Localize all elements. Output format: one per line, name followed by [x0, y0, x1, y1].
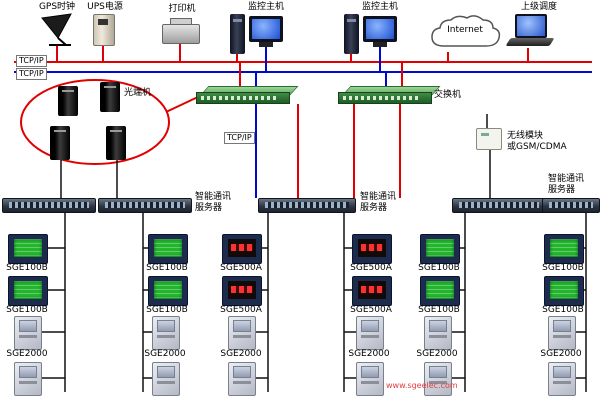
comm-server-label-3: 智能通讯 服务器: [548, 174, 584, 196]
pc-sge2000: [228, 362, 256, 396]
watermark-text: www.sgeelec.com: [386, 381, 458, 390]
optical-transceiver-3-icon: [50, 126, 70, 160]
pc-label: SGE2000: [348, 349, 390, 359]
tcpip-tag-3: TCP/IP: [224, 132, 255, 144]
comm-server-label-line2: 服务器: [360, 203, 388, 213]
meter-label: SGE500A: [220, 305, 262, 315]
pc-sge2000: [424, 362, 452, 396]
wireless-label-1: 无线模块: [507, 131, 544, 141]
meter-sge100b: [544, 234, 584, 264]
comm-server-2: [98, 198, 192, 213]
comm-server-1: [2, 198, 96, 213]
meter-sge500a: [222, 276, 262, 306]
monitor-host-2-label: 监控主机: [361, 2, 398, 12]
ups-label: UPS电源: [87, 2, 123, 12]
internet-cloud: Internet: [426, 12, 504, 52]
meter-label: SGE100B: [418, 305, 460, 315]
pc-label: SGE2000: [220, 349, 262, 359]
meter-label: SGE100B: [542, 263, 584, 273]
internet-label: Internet: [447, 25, 483, 35]
meter-sge100b: [420, 276, 460, 306]
laptop-icon: [505, 14, 555, 48]
pc-sge2000: [14, 316, 42, 350]
printer-label: 打印机: [168, 4, 196, 14]
meter-label: SGE100B: [146, 305, 188, 315]
pc-sge2000: [548, 316, 576, 350]
comm-server-label-1: 智能通讯 服务器: [195, 192, 231, 214]
optical-transceiver-1-icon: [58, 86, 78, 116]
meter-sge100b: [544, 276, 584, 306]
ups-icon: [93, 14, 115, 46]
host-1-monitor-icon: [249, 16, 283, 47]
pc-sge2000: [356, 362, 384, 396]
comm-server-label-line1: 智能通讯: [195, 192, 232, 202]
wireless-label-2: 或GSM/CDMA: [507, 142, 567, 152]
pc-label: SGE2000: [416, 349, 458, 359]
meter-label: SGE500A: [220, 263, 262, 273]
meter-label: SGE500A: [350, 305, 392, 315]
meter-label: SGE100B: [542, 305, 584, 315]
meter-label: SGE100B: [418, 263, 460, 273]
tcpip-tag-1: TCP/IP: [16, 55, 47, 67]
comm-server-5: [542, 198, 600, 213]
pc-label: SGE2000: [6, 349, 48, 359]
meter-sge100b: [148, 276, 188, 306]
meter-sge500a: [222, 234, 262, 264]
meter-sge100b: [420, 234, 460, 264]
monitor-host-1-label: 监控主机: [247, 2, 284, 12]
comm-server-label-2: 智能通讯 服务器: [360, 192, 396, 214]
gps-antenna-icon: [41, 13, 72, 46]
comm-server-label-line2: 服务器: [195, 203, 223, 213]
pc-sge2000: [424, 316, 452, 350]
printer-icon: [162, 24, 200, 44]
pc-label: SGE2000: [144, 349, 186, 359]
meter-label: SGE100B: [6, 263, 48, 273]
wireless-module-icon: [476, 128, 502, 150]
host-2-tower-icon: [344, 14, 359, 54]
meter-sge500a: [352, 276, 392, 306]
dispatch-label: 上级调度: [520, 2, 557, 12]
pc-sge2000: [548, 362, 576, 396]
optical-label: 光端机: [124, 88, 152, 98]
optical-transceiver-4-icon: [106, 126, 126, 160]
pc-sge2000: [152, 362, 180, 396]
meter-sge100b: [8, 276, 48, 306]
meter-label: SGE100B: [146, 263, 188, 273]
comm-server-3: [258, 198, 356, 213]
comm-server-label-line2: 服务器: [548, 185, 576, 195]
meter-label: SGE500A: [350, 263, 392, 273]
tcpip-tag-2: TCP/IP: [16, 68, 47, 80]
comm-server-label-line1: 智能通讯: [360, 192, 397, 202]
optical-transceiver-2-icon: [100, 82, 120, 112]
meter-sge500a: [352, 234, 392, 264]
switch-2-icon: [338, 86, 441, 104]
meter-sge100b: [8, 234, 48, 264]
meter-label: SGE100B: [6, 305, 48, 315]
pc-sge2000: [356, 316, 384, 350]
meter-sge100b: [148, 234, 188, 264]
switch-label: 交换机: [434, 90, 462, 100]
host-1-tower-icon: [230, 14, 245, 54]
comm-server-label-line1: 智能通讯: [548, 174, 585, 184]
pc-sge2000: [152, 316, 180, 350]
pc-label: SGE2000: [540, 349, 582, 359]
pc-sge2000: [14, 362, 42, 396]
comm-server-4: [452, 198, 546, 213]
pc-sge2000: [228, 316, 256, 350]
switch-1-icon: [196, 86, 299, 104]
gps-clock-label: GPS时钟: [38, 2, 76, 12]
host-2-monitor-icon: [363, 16, 397, 47]
